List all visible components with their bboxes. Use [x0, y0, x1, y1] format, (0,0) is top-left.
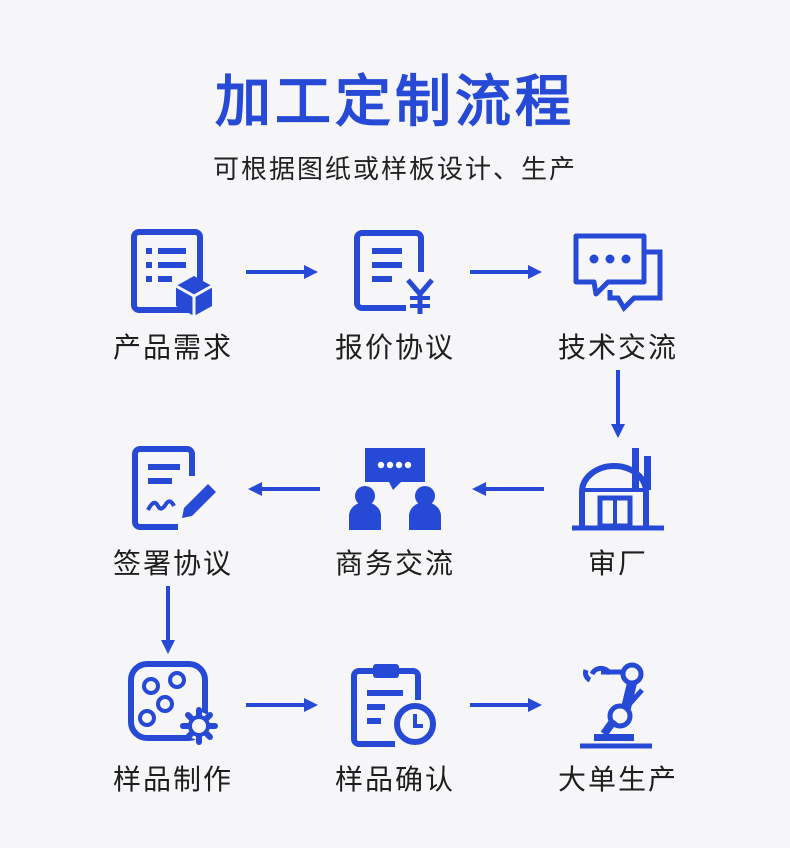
- step-product-requirement: 产品需求: [83, 228, 263, 366]
- step-technical-talk: 技术交流: [528, 228, 708, 366]
- arrow-down-icon: [611, 370, 625, 438]
- step-sign-agreement: 签署协议: [83, 444, 263, 582]
- arrow-left-icon: [472, 482, 544, 496]
- page-subtitle: 可根据图纸或样板设计、生产: [212, 155, 577, 185]
- arrow-right-icon: [246, 265, 318, 279]
- step-label: 样品确认: [334, 763, 455, 796]
- step-label: 大单生产: [557, 763, 678, 796]
- product-requirement-icon: [131, 229, 213, 316]
- step-sample-making: 样品制作: [83, 660, 263, 798]
- sign-agreement-icon: [132, 446, 216, 530]
- business-talk-icon: [349, 448, 441, 530]
- page-title: 加工定制流程: [215, 70, 575, 135]
- arrow-down-icon: [161, 586, 175, 654]
- step-label: 产品需求: [112, 331, 233, 364]
- step-label: 技术交流: [557, 331, 678, 364]
- sample-making-icon: [128, 661, 218, 745]
- step-quotation: 报价协议: [305, 228, 485, 366]
- step-sample-confirm: 样品确认: [305, 660, 485, 798]
- step-label: 报价协议: [334, 331, 455, 364]
- step-mass-production: 大单生产: [528, 660, 708, 798]
- step-label: 商务交流: [334, 547, 455, 580]
- arrow-right-icon: [470, 698, 542, 712]
- sample-confirm-icon: [351, 664, 436, 747]
- step-factory-audit: 审厂: [528, 444, 708, 582]
- arrow-left-icon: [248, 482, 320, 496]
- arrow-right-icon: [470, 265, 542, 279]
- quotation-icon: [354, 230, 434, 314]
- arrow-right-icon: [246, 698, 318, 712]
- step-label: 样品制作: [112, 763, 233, 796]
- factory-icon: [572, 448, 664, 531]
- step-label: 签署协议: [112, 547, 233, 580]
- step-business-talk: 商务交流: [305, 444, 485, 582]
- robot-arm-icon: [580, 662, 652, 749]
- chat-bubbles-icon: [573, 233, 663, 313]
- step-label: 审厂: [587, 547, 648, 580]
